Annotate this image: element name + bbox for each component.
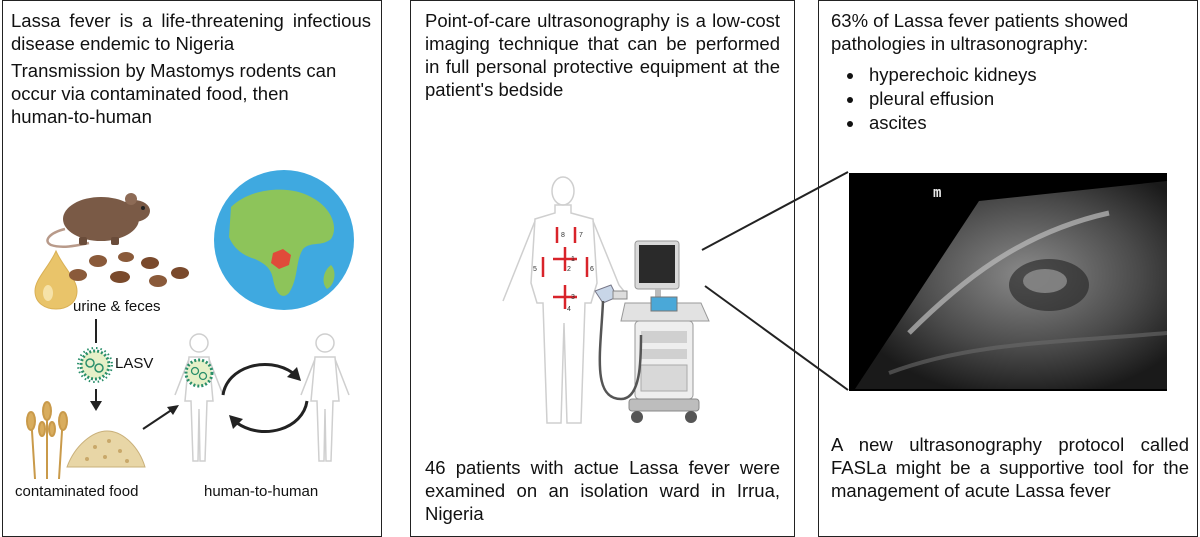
label-urine-feces: urine & feces xyxy=(73,298,161,315)
rat-icon xyxy=(46,193,150,248)
lasv-virus-icon xyxy=(77,347,113,383)
globe-icon xyxy=(214,170,354,310)
cycle-arrows-icon xyxy=(221,363,309,433)
panel1-text-transmission: Transmission by Mastomys rodents can occ… xyxy=(11,60,337,127)
probe-marker-5: 5 xyxy=(533,266,537,273)
label-lasv: LASV xyxy=(115,355,154,372)
finding-item-effusion: pleural effusion xyxy=(865,87,1037,111)
panel-findings: 63% of Lassa fever patients showed patho… xyxy=(818,0,1198,537)
label-human-to-human: human-to-human xyxy=(204,483,319,500)
probe-marker-8: 8 xyxy=(561,232,565,239)
probe-markers: 8 7 1 2 5 6 3 4 xyxy=(533,227,594,313)
ultrasound-image: m xyxy=(849,173,1167,391)
grain-pile-icon xyxy=(66,430,146,468)
wheat-icon xyxy=(26,401,68,479)
probe-marker-1: 1 xyxy=(571,256,575,263)
panel2-text-patients: 46 patients with actue Lassa fever were … xyxy=(425,457,780,524)
probe-marker-2: 2 xyxy=(567,266,571,273)
arrow-food-to-human-icon xyxy=(142,405,179,430)
ultrasound-machine-icon xyxy=(594,240,710,423)
finding-item-ascites: ascites xyxy=(865,111,1037,135)
panel3-text-conclusion: A new ultrasonography protocol called FA… xyxy=(831,434,1189,501)
panel-transmission: Lassa fever is a life-threatening infect… xyxy=(2,0,382,537)
panel2-text-intro: Point-of-care ultrasonography is a low-c… xyxy=(425,10,780,100)
human-figure-infected-icon xyxy=(174,333,224,462)
probe-marker-7: 7 xyxy=(579,232,583,239)
feces-icon xyxy=(69,252,189,287)
finding-item-kidneys: hyperechoic kidneys xyxy=(865,63,1037,87)
panel3-text-findings: 63% of Lassa fever patients showed patho… xyxy=(831,10,1129,54)
ultrasound-mark: m xyxy=(933,185,942,201)
human-figure-icon xyxy=(300,333,350,462)
panel-ultrasonography: Point-of-care ultrasonography is a low-c… xyxy=(410,0,795,537)
urine-drop-icon xyxy=(34,249,78,310)
patient-figure-icon xyxy=(502,176,628,424)
findings-list: hyperechoic kidneys pleural effusion asc… xyxy=(843,63,1037,135)
label-contaminated-food: contaminated food xyxy=(15,483,139,500)
probe-marker-6: 6 xyxy=(590,266,594,273)
arrow-down-icon xyxy=(90,319,102,411)
probe-marker-3: 3 xyxy=(571,294,575,301)
panel1-text-intro: Lassa fever is a life-threatening infect… xyxy=(11,10,371,54)
probe-marker-4: 4 xyxy=(567,306,571,313)
